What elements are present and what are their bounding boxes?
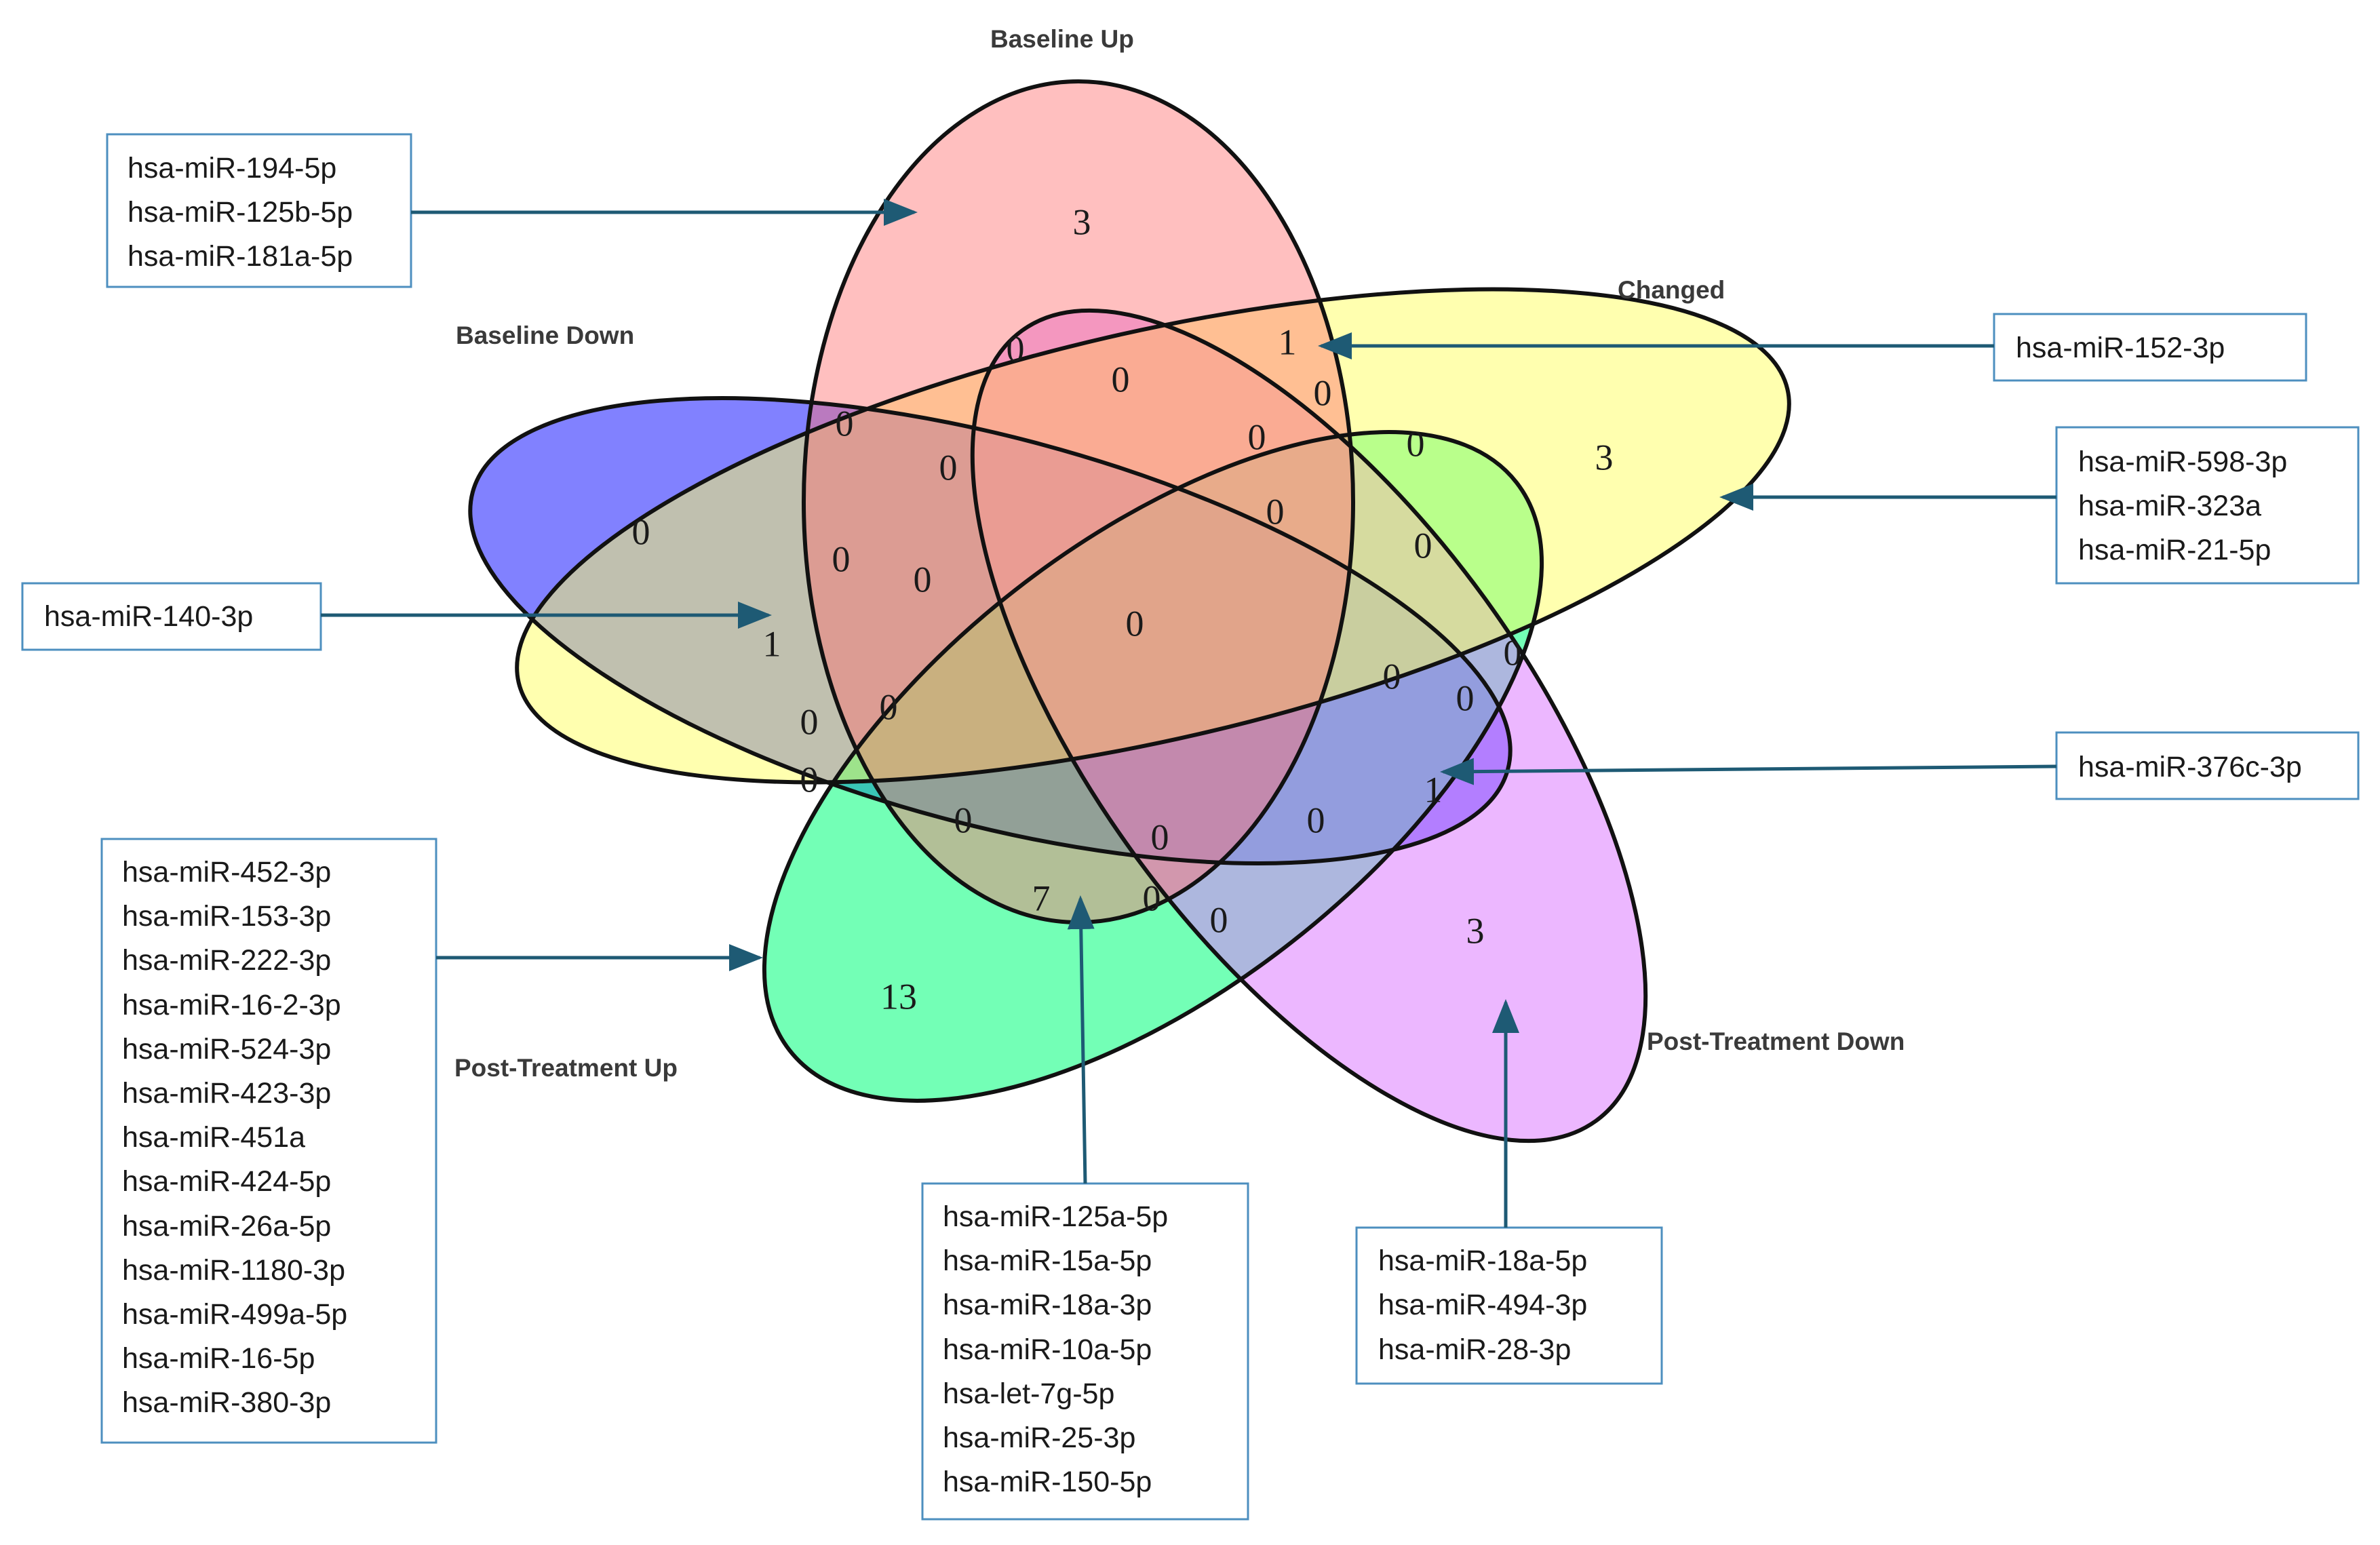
gene-name: hsa-miR-494-3p — [1378, 1289, 1587, 1321]
gene-name: hsa-miR-323a — [2078, 490, 2261, 522]
label-baseline-up: Baseline Up — [990, 25, 1134, 53]
gene-name: hsa-miR-125a-5p — [943, 1200, 1168, 1233]
region-counts: 3 3 0 13 3 1 1 7 1 0 0 0 0 0 0 0 0 0 0 0… — [632, 201, 1614, 1017]
callout-up-changed: hsa-miR-152-3p — [1318, 313, 2307, 382]
gene-name: hsa-miR-598-3p — [2078, 446, 2287, 478]
gene-name: hsa-miR-1180-3p — [122, 1254, 345, 1287]
count-zero-region: 0 — [836, 403, 854, 444]
count-zero-region: 0 — [1307, 800, 1325, 840]
gene-list-box — [106, 133, 412, 288]
count-zero-region: 0 — [1143, 878, 1161, 918]
gene-name: hsa-miR-380-3p — [122, 1386, 331, 1419]
count-zero-region: 0 — [914, 559, 932, 600]
gene-name: hsa-miR-194-5p — [128, 152, 336, 184]
gene-name: hsa-miR-10a-5p — [943, 1333, 1152, 1366]
label-post-treatment-down: Post-Treatment Down — [1647, 1028, 1905, 1055]
callout-post-treatment-down-only: hsa-miR-18a-5p hsa-miR-494-3p hsa-miR-28… — [1355, 999, 1663, 1385]
count-baseline-down-only: 0 — [632, 511, 650, 552]
count-zero-region: 0 — [1407, 423, 1425, 464]
label-changed: Changed — [1618, 276, 1725, 304]
outline-changed — [515, 287, 1791, 785]
gene-name: hsa-miR-15a-5p — [943, 1245, 1152, 1277]
count-zero-region: 0 — [1266, 491, 1285, 532]
callout-baseline-up-only: hsa-miR-194-5p hsa-miR-125b-5p hsa-miR-1… — [106, 133, 918, 288]
gene-name: hsa-miR-499a-5p — [122, 1298, 347, 1331]
gene-name: hsa-miR-18a-5p — [1378, 1245, 1587, 1277]
gene-name: hsa-miR-222-3p — [122, 944, 331, 977]
count-ptup-ptdown: 7 — [1032, 878, 1051, 918]
count-zero-region: 0 — [1007, 328, 1025, 369]
gene-name: hsa-miR-140-3p — [44, 600, 253, 633]
callout-post-treatment-up-only: hsa-miR-452-3p hsa-miR-153-3p hsa-miR-22… — [100, 838, 763, 1444]
gene-list-box — [1355, 1226, 1663, 1385]
gene-name: hsa-miR-125b-5p — [128, 196, 353, 229]
gene-name: hsa-miR-25-3p — [943, 1422, 1135, 1454]
count-zero-region: 0 — [832, 539, 851, 579]
gene-name: hsa-miR-18a-3p — [943, 1289, 1152, 1321]
count-up-changed: 1 — [1279, 321, 1297, 362]
ellipse-baseline-up — [804, 81, 1353, 922]
count-changed-only: 3 — [1595, 437, 1614, 477]
outline-post-treatment-up — [762, 430, 1544, 1103]
count-zero-region: 0 — [1383, 656, 1401, 697]
gene-list-box — [2055, 426, 2360, 585]
count-down-changed: 1 — [763, 623, 781, 664]
gene-list-box — [1993, 313, 2307, 382]
count-zero-region: 0 — [1314, 372, 1332, 413]
outline-baseline-down — [468, 396, 1513, 865]
gene-name: hsa-miR-524-3p — [122, 1033, 331, 1065]
count-zero-region: 0 — [1504, 632, 1522, 673]
gene-name: hsa-miR-451a — [122, 1121, 305, 1154]
callout-ptup-ptdown: hsa-miR-125a-5p hsa-miR-15a-5p hsa-miR-1… — [921, 895, 1249, 1521]
count-zero-region: 0 — [1248, 416, 1266, 457]
gene-name: hsa-miR-26a-5p — [122, 1210, 331, 1243]
gene-list-box — [21, 582, 322, 651]
label-baseline-down: Baseline Down — [456, 321, 634, 349]
callout-arrow — [1067, 895, 1095, 1184]
gene-name: hsa-miR-153-3p — [122, 900, 331, 933]
gene-name: hsa-miR-16-2-3p — [122, 989, 341, 1021]
gene-name: hsa-miR-28-3p — [1378, 1333, 1571, 1366]
count-zero-region: 0 — [1151, 817, 1169, 857]
gene-name: hsa-miR-376c-3p — [2078, 751, 2302, 783]
count-zero-region: 0 — [1456, 678, 1475, 718]
callout-arrow — [1440, 758, 2057, 785]
gene-list-box — [921, 1182, 1249, 1521]
gene-name: hsa-miR-21-5p — [2078, 534, 2271, 566]
ellipse-changed — [517, 289, 1789, 783]
count-post-treatment-down-only: 3 — [1466, 910, 1485, 951]
label-post-treatment-up: Post-Treatment Up — [454, 1054, 678, 1082]
count-zero-region: 0 — [800, 701, 819, 742]
gene-name: hsa-miR-16-5p — [122, 1342, 315, 1375]
count-zero-region: 0 — [800, 759, 819, 800]
gene-name: hsa-miR-452-3p — [122, 856, 331, 888]
outline-post-treatment-down — [970, 308, 1648, 1143]
count-baseline-up-only: 3 — [1073, 201, 1091, 242]
callout-down-changed: hsa-miR-140-3p — [21, 582, 772, 651]
count-zero-region: 0 — [1414, 525, 1432, 566]
count-zero-region: 0 — [880, 686, 898, 727]
callout-changed-only: hsa-miR-598-3p hsa-miR-323a hsa-miR-21-5… — [1719, 426, 2360, 585]
gene-list-box — [100, 838, 437, 1444]
gene-name: hsa-let-7g-5p — [943, 1377, 1114, 1410]
count-zero-region: 0 — [1210, 899, 1228, 940]
gene-name: hsa-miR-181a-5p — [128, 240, 353, 273]
count-zero-region: 0 — [939, 447, 958, 488]
gene-name: hsa-miR-152-3p — [2016, 332, 2225, 364]
count-center: 0 — [1126, 603, 1144, 644]
count-zero-region: 0 — [954, 800, 973, 840]
count-changed-ptdown: 1 — [1424, 769, 1443, 810]
count-post-treatment-up-only: 13 — [880, 976, 917, 1017]
gene-name: hsa-miR-424-5p — [122, 1165, 331, 1198]
set-labels: Baseline Up Changed Baseline Down Post-T… — [454, 25, 1905, 1082]
count-zero-region: 0 — [1112, 359, 1130, 399]
gene-name: hsa-miR-150-5p — [943, 1466, 1152, 1498]
gene-name: hsa-miR-423-3p — [122, 1077, 331, 1110]
callout-changed-ptdown: hsa-miR-376c-3p — [1440, 731, 2360, 800]
gene-list-box — [2055, 731, 2360, 800]
